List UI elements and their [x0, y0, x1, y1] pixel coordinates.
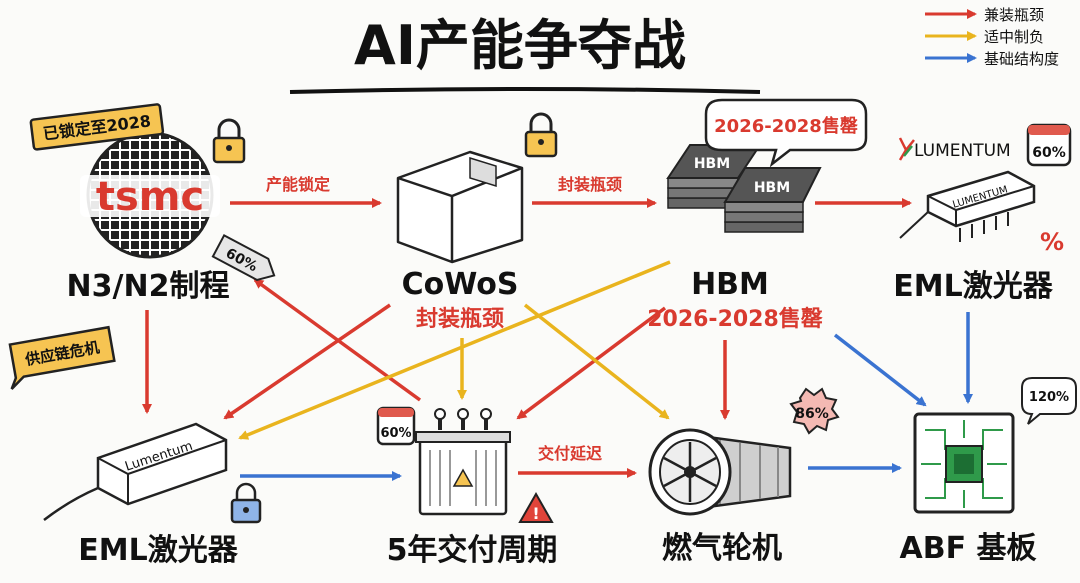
tsmc-logo: tsmc — [96, 174, 204, 220]
turbine-badge: 86% — [789, 387, 840, 435]
laser-module-icon: LUMENTUM — [899, 170, 1036, 242]
legend-label-yellow: 适中制负 — [984, 28, 1044, 46]
circuit-board-icon — [913, 412, 1015, 514]
node-transformer: 60% ! 5年交付周期 — [376, 406, 558, 568]
cowos-label: CoWoS — [402, 267, 519, 302]
warning-icon: ! — [518, 491, 554, 523]
lock-icon — [230, 482, 262, 524]
turbine-label: 燃气轮机 — [662, 531, 782, 566]
tsmc-note: 供应链危机 — [8, 325, 116, 390]
box-icon — [396, 150, 524, 264]
eml-top-percent: % — [1040, 228, 1064, 256]
tsmc-logo-bg — [80, 175, 220, 217]
calendar-badge-icon: 60% — [376, 406, 416, 446]
page-title: AI产能争夺战 — [354, 14, 686, 77]
node-turbine: 86% 燃气轮机 — [648, 387, 840, 566]
legend: 兼装瓶颈 适中制负 基础结构度 — [925, 6, 1059, 68]
transformer-icon — [415, 408, 511, 516]
cowos-sublabel: 封装瓶颈 — [416, 307, 504, 332]
edge-cowos-turbine — [523, 303, 670, 420]
lumentum-logo: LUMENTUM — [898, 137, 1011, 161]
hbm-chip-label-2: HBM — [754, 180, 790, 196]
node-abf: 120% ABF 基板 — [899, 377, 1077, 566]
edge-hbm-eml-yellow — [238, 260, 671, 440]
hbm-stack-icon: HBM HBM — [666, 144, 822, 233]
hbm-label: HBM — [691, 267, 769, 302]
eml-top-label: EML激光器 — [893, 269, 1053, 304]
node-eml-top: LUMENTUM 60% LUMENTUM % EML激光器 — [893, 123, 1072, 304]
hbm-bubble-text: 2026-2028售罄 — [714, 115, 858, 137]
abf-badge: 120% — [1029, 390, 1069, 405]
transformer-badge: 60% — [380, 426, 411, 441]
node-hbm: HBM HBM 2026-2028售罄 HBM 2026-2028售罄 — [647, 98, 868, 332]
svg-text:!: ! — [532, 504, 539, 523]
eml-bottom-label: EML激光器 — [78, 533, 238, 568]
hbm-chip-label-1: HBM — [694, 156, 730, 172]
hbm-speech-bubble: 2026-2028售罄 — [704, 98, 868, 168]
lock-icon — [212, 118, 246, 164]
eml-top-badge: 60% — [1032, 145, 1066, 161]
node-cowos: CoWoS 封装瓶颈 — [396, 112, 558, 332]
abf-label: ABF 基板 — [899, 531, 1036, 566]
tsmc-label: N3/N2制程 — [67, 269, 230, 304]
turbine-icon — [648, 428, 792, 516]
edge-hbm-abf — [833, 333, 927, 407]
edge-label-transformer-turbine: 交付延迟 — [538, 444, 602, 463]
edge-hbm-transformer — [516, 306, 667, 420]
lock-icon — [524, 112, 558, 158]
title-underline — [289, 87, 761, 94]
transformer-label: 5年交付周期 — [387, 533, 558, 568]
node-eml-bottom: Lumentum EML激光器 — [43, 422, 262, 568]
calendar-badge-icon: 60% — [1026, 123, 1072, 167]
legend-label-blue: 基础结构度 — [984, 50, 1059, 68]
edge-label-tsmc-cowos: 产能锁定 — [266, 175, 330, 194]
node-tsmc: tsmc 已锁定至2028 60% N3/N2制程 供应链危机 — [8, 103, 276, 390]
lumentum-brand: LUMENTUM — [914, 141, 1011, 161]
tsmc-badge: 已锁定至2028 — [29, 103, 165, 151]
edge-label-cowos-hbm: 封装瓶颈 — [558, 175, 622, 194]
turbine-badge-text: 86% — [795, 406, 829, 422]
edges — [142, 198, 973, 481]
edge-cowos-eml — [223, 303, 391, 420]
legend-label-red: 兼装瓶颈 — [984, 6, 1044, 24]
laser-module-icon: Lumentum — [43, 422, 228, 521]
hbm-sublabel: 2026-2028售罄 — [647, 306, 823, 332]
abf-speech-bubble: 120% — [1021, 377, 1077, 425]
